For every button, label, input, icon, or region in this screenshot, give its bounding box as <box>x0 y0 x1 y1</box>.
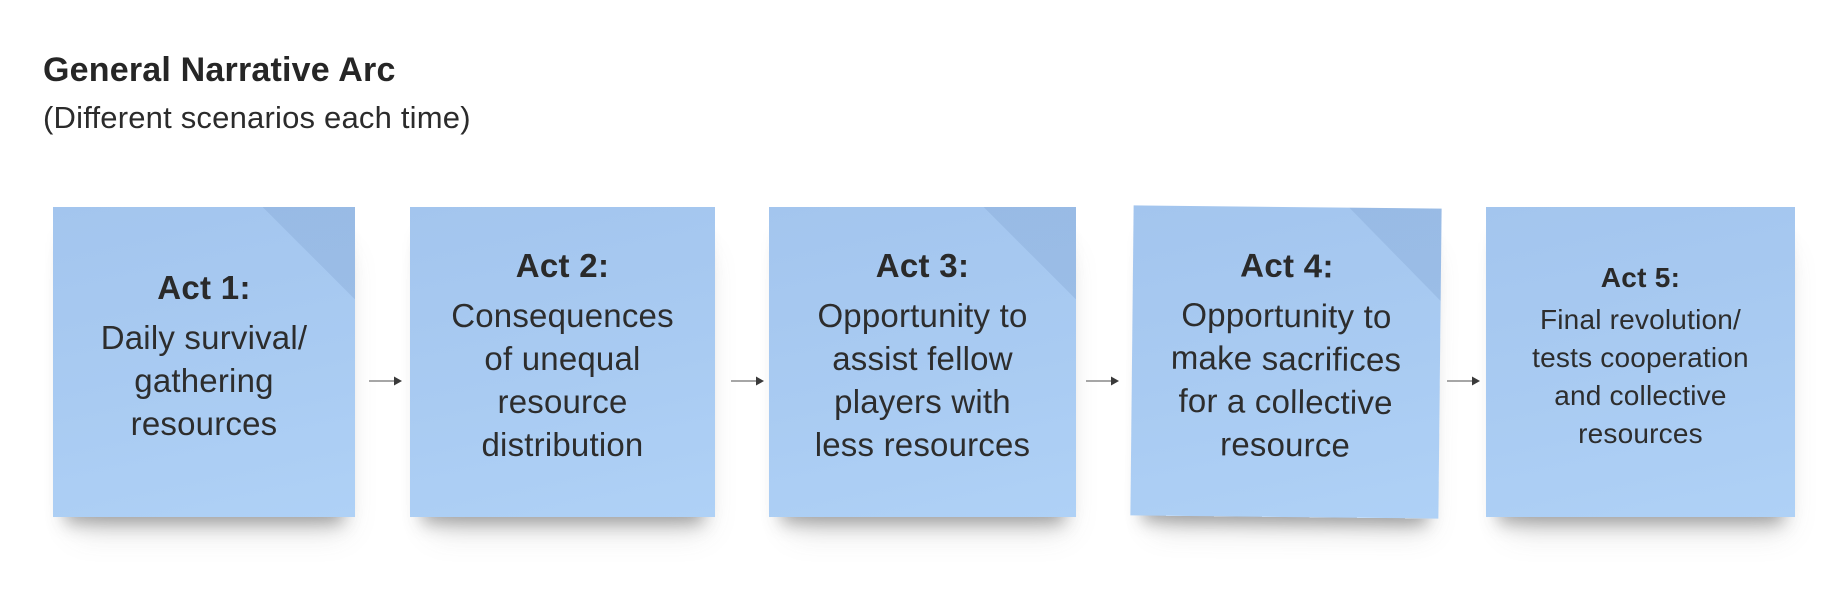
note-body: Opportunity to make sacrifices for a col… <box>1170 295 1402 464</box>
page-subtitle: (Different scenarios each time) <box>43 99 471 135</box>
right-arrow-icon <box>731 376 764 386</box>
sticky-note-act-5[interactable]: Act 5: Final revolution/ tests cooperati… <box>1486 207 1795 517</box>
connector-arrow-1[interactable] <box>369 375 403 387</box>
note-title: Act 4: <box>1240 246 1334 285</box>
note-title: Act 3: <box>875 247 970 284</box>
sticky-note-act-1[interactable]: Act 1: Daily survival/ gathering resourc… <box>53 207 355 517</box>
sticky-note-act-4[interactable]: Act 4: Opportunity to make sacrifices fo… <box>1130 205 1442 519</box>
note-body: Daily survival/ gathering resources <box>100 318 308 442</box>
sticky-note-act-3[interactable]: Act 3: Opportunity to assist fellow play… <box>769 207 1076 517</box>
right-arrow-icon <box>1086 376 1119 386</box>
connector-arrow-3[interactable] <box>1086 375 1120 387</box>
connector-arrow-2[interactable] <box>731 375 765 387</box>
note-body: Final revolution/ tests cooperation and … <box>1532 303 1749 449</box>
right-arrow-icon <box>1447 376 1480 386</box>
sticky-note-act-2[interactable]: Act 2: Consequences of unequal resource … <box>410 207 715 517</box>
note-body: Opportunity to assist fellow players wit… <box>814 297 1031 463</box>
note-body: Consequences of unequal resource distrib… <box>451 297 674 463</box>
note-title: Act 2: <box>515 247 610 284</box>
note-title: Act 1: <box>157 268 251 306</box>
page-title: General Narrative Arc <box>43 51 396 89</box>
diagram-header: General Narrative Arc (Different scenari… <box>43 50 471 136</box>
right-arrow-icon <box>369 376 402 386</box>
note-title: Act 5: <box>1600 261 1681 293</box>
connector-arrow-4[interactable] <box>1447 375 1481 387</box>
